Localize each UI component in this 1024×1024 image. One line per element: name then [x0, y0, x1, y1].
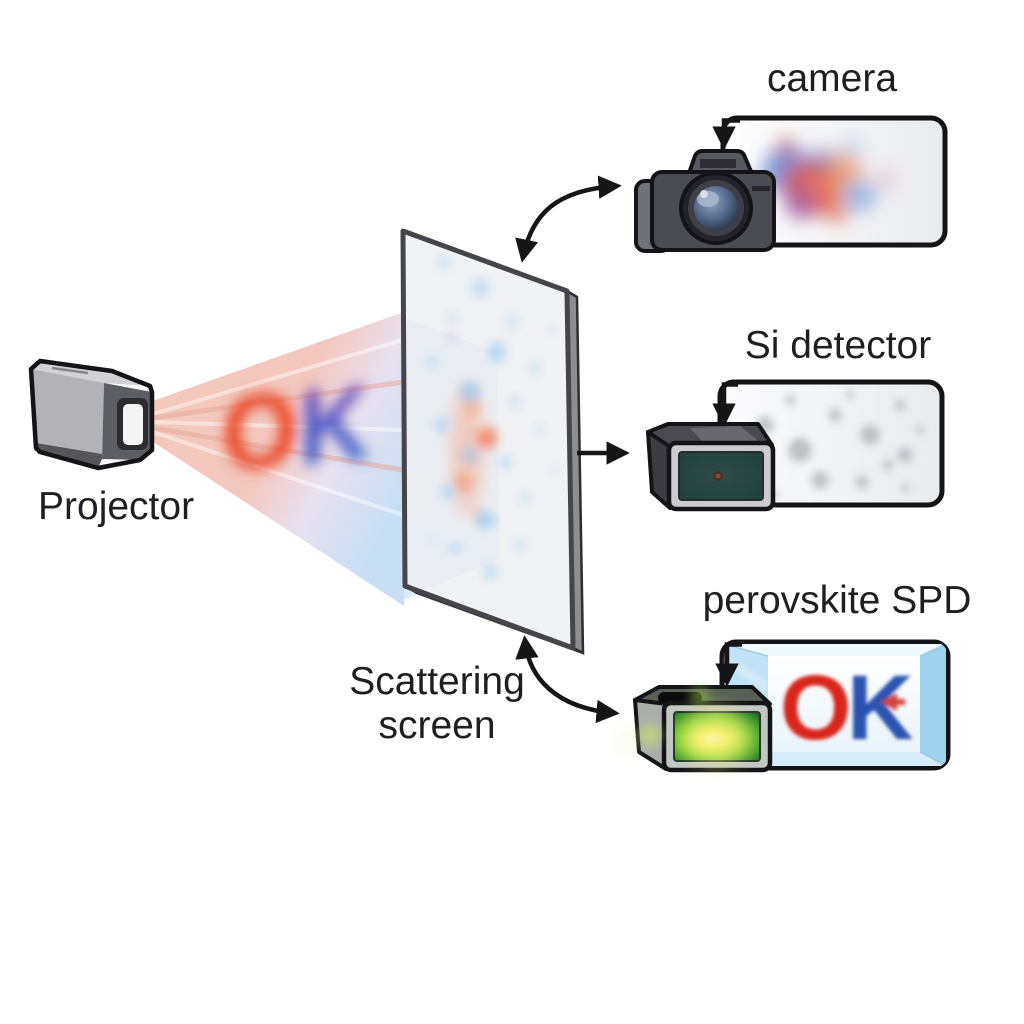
perovskite-spd-label: perovskite SPD	[703, 579, 972, 622]
spd-letter-k: K	[847, 657, 913, 759]
scattering-screen-label-line2: screen	[378, 704, 495, 747]
arrow-screen-to-camera	[515, 175, 622, 263]
si-result-panel	[717, 379, 945, 508]
camera-icon	[634, 149, 776, 253]
spd-glow	[620, 686, 746, 767]
beam-letter-k: K	[299, 362, 370, 486]
scattering-screen-label-line1: Scattering	[349, 660, 525, 703]
camera-result-panel	[720, 115, 948, 248]
si-detector-icon	[646, 422, 776, 512]
si-detector-label: Si detector	[745, 324, 931, 367]
arrow-screen-to-spd	[515, 635, 620, 724]
projection-beam: O K	[150, 312, 404, 606]
spd-red-arrow-mark	[880, 693, 905, 711]
beam-projected-text: O K	[222, 362, 370, 493]
arrow-panel-to-camera	[712, 118, 740, 150]
screen-speckle-pattern	[425, 255, 559, 580]
perovskite-spd-icon	[620, 685, 773, 773]
projector-label: Projector	[38, 485, 194, 528]
beam-letter-o: O	[222, 369, 298, 494]
spd-letter-o: O	[780, 657, 852, 759]
spd-result-panel: O K	[719, 639, 951, 771]
camera-label: camera	[767, 57, 897, 100]
arrow-panel-to-spd	[715, 642, 742, 687]
arrow-panel-to-si-detector	[712, 382, 738, 427]
projector-icon	[28, 358, 155, 471]
spd-detected-text: O K	[780, 657, 913, 759]
scattering-screen	[400, 228, 585, 656]
